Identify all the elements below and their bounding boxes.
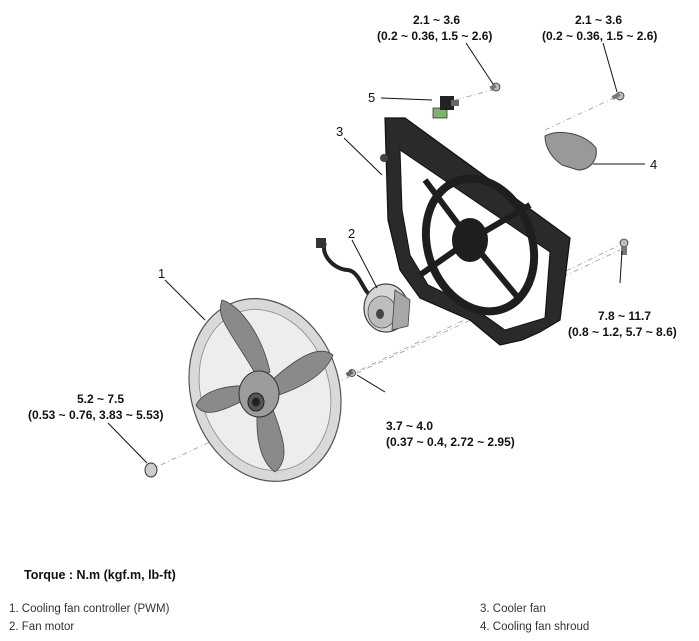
torque-top-center-units: (0.2 ~ 0.36, 1.5 ~ 2.6) [377,29,492,43]
fan-cover-part [544,132,597,171]
torque-right-units: (0.8 ~ 1.2, 5.7 ~ 8.6) [568,325,677,339]
bolt-right [619,238,629,255]
nut-fan-hub [144,462,158,478]
parts-legend-right: 3. Cooler fan 4. Cooling fan shroud [480,600,589,636]
callout-4: 4 [650,157,657,172]
cooling-fan-controller [432,96,459,119]
torque-left-units: (0.53 ~ 0.76, 3.83 ~ 5.53) [28,408,163,422]
legend-item-1: 1. Cooling fan controller (PWM) [9,603,170,615]
torque-bottom-value: 3.7 ~ 4.0 [386,419,433,433]
torque-top-right-units: (0.2 ~ 0.36, 1.5 ~ 2.6) [542,29,657,43]
screw-motor [345,369,356,377]
exploded-view-diagram: 1 2 3 4 5 2.1 ~ 3.6 (0.2 ~ 0.36, 1.5 ~ 2… [28,13,677,482]
legend-item-4: 4. Cooling fan shroud [480,621,590,633]
torque-left-value: 5.2 ~ 7.5 [77,392,124,406]
fan-motor [316,238,411,333]
bolt-top-center [489,82,501,92]
parts-legend-left: 1. Cooling fan controller (PWM) 2. Fan m… [9,600,169,636]
leader-lines [107,42,645,464]
callout-3: 3 [336,124,343,139]
callout-5: 5 [368,90,375,105]
legend-item-3: 3. Cooler fan [480,603,546,615]
bolt-top-right [611,91,625,101]
torque-units-title: Torque : N.m (kgf.m, lb-ft) [24,568,176,582]
torque-top-center-value: 2.1 ~ 3.6 [413,13,460,27]
callout-2: 2 [348,226,355,241]
torque-bottom-units: (0.37 ~ 0.4, 2.72 ~ 2.95) [386,435,515,449]
legend-item-2: 2. Fan motor [9,621,75,633]
cooler-fan-blade [188,298,342,482]
torque-top-right-value: 2.1 ~ 3.6 [575,13,622,27]
callout-1: 1 [158,266,165,281]
cooling-fan-shroud [380,117,571,346]
torque-right-value: 7.8 ~ 11.7 [598,309,651,323]
